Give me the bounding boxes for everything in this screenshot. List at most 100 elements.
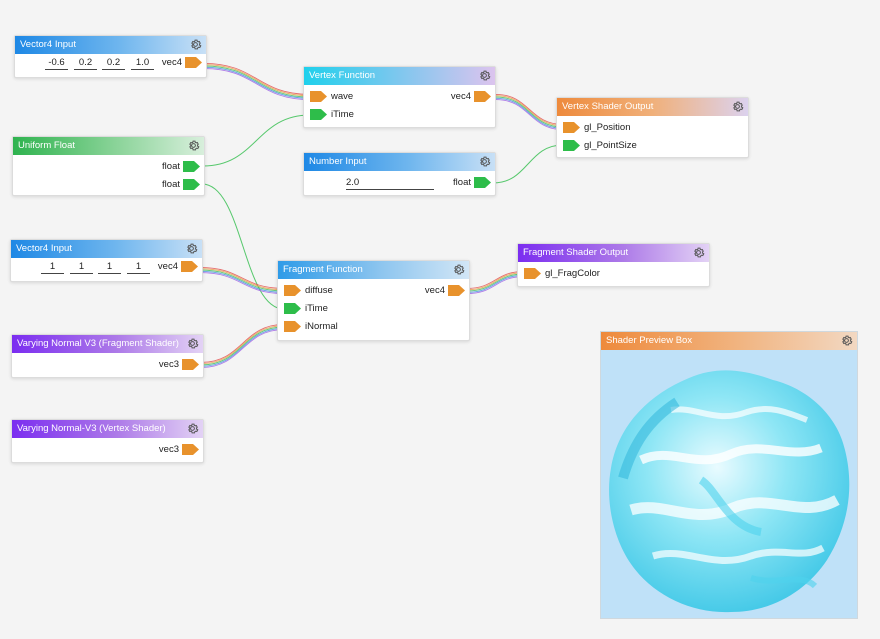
number-input-node[interactable]: Number Input 2.0 float <box>303 152 496 196</box>
node-title: Fragment Function <box>283 264 363 275</box>
output-port[interactable] <box>181 261 198 272</box>
node-header[interactable]: Varying Normal-V3 (Vertex Shader) <box>12 420 203 438</box>
output-port[interactable] <box>183 161 200 172</box>
connection-wire <box>200 323 285 363</box>
connection-wire <box>203 68 311 101</box>
output-port[interactable] <box>474 177 491 188</box>
vector-x-input[interactable]: -0.6 <box>45 56 68 70</box>
gear-icon[interactable] <box>186 337 199 350</box>
connection-wire <box>495 95 564 127</box>
input-port-itime[interactable] <box>310 109 327 120</box>
output-port[interactable] <box>185 57 202 68</box>
input-port-gl-fragcolor[interactable] <box>524 268 541 279</box>
connection-wire <box>495 93 564 125</box>
node-title: Uniform Float <box>18 140 76 151</box>
output-type-label: vec4 <box>157 261 178 272</box>
vector-z-input[interactable]: 0.2 <box>102 56 125 70</box>
fragment-function-node[interactable]: Fragment Function diffuse vec4 iTime iNo… <box>277 260 470 341</box>
connection-wire <box>495 96 564 128</box>
gear-icon[interactable] <box>478 69 491 82</box>
node-title: Vertex Shader Output <box>562 101 654 112</box>
connection-wire <box>202 114 311 167</box>
connection-wire <box>201 183 285 310</box>
node-title: Shader Preview Box <box>606 335 693 346</box>
node-header[interactable]: Shader Preview Box <box>601 332 857 350</box>
connection-wire <box>466 272 525 291</box>
number-value-input[interactable]: 2.0 <box>346 176 434 190</box>
output-type-label: vec4 <box>161 57 182 68</box>
input-port-gl-position[interactable] <box>563 122 580 133</box>
output-type-label: vec4 <box>424 285 445 296</box>
gear-icon[interactable] <box>185 242 198 255</box>
connection-wire <box>203 65 311 98</box>
node-title: Number Input <box>309 156 367 167</box>
node-header[interactable]: Number Input <box>304 153 495 171</box>
gear-icon[interactable] <box>840 334 853 347</box>
node-title: Vertex Function <box>309 70 376 81</box>
connection-wire <box>495 99 564 131</box>
node-header[interactable]: Uniform Float <box>13 137 204 155</box>
output-type-label: vec3 <box>158 444 179 455</box>
input-label: gl_Position <box>584 122 631 133</box>
connection-wire <box>200 325 285 365</box>
vector-w-input[interactable]: 1 <box>127 260 150 274</box>
connection-wire <box>199 266 285 289</box>
varying-normal-vertex-node[interactable]: Varying Normal-V3 (Vertex Shader) vec3 <box>11 419 204 463</box>
node-header[interactable]: Varying Normal V3 (Fragment Shader) <box>12 335 203 353</box>
input-label: gl_FragColor <box>545 268 600 279</box>
connection-wire <box>466 276 525 295</box>
node-header[interactable]: Vertex Function <box>304 67 495 85</box>
connection-wire <box>203 66 311 99</box>
node-header[interactable]: Vertex Shader Output <box>557 98 748 116</box>
input-port-wave[interactable] <box>310 91 327 102</box>
output-type-label: float <box>162 179 180 190</box>
vector-y-input[interactable]: 0.2 <box>74 56 97 70</box>
vector4-input-node-b[interactable]: Vector4 Input 1 1 1 1 vec4 <box>10 239 203 282</box>
vector-w-input[interactable]: 1.0 <box>131 56 154 70</box>
vector-z-input[interactable]: 1 <box>98 260 121 274</box>
input-port-gl-pointsize[interactable] <box>563 140 580 151</box>
input-port-inormal[interactable] <box>284 321 301 332</box>
node-header[interactable]: Fragment Function <box>278 261 469 279</box>
input-label: iNormal <box>305 321 338 332</box>
node-header[interactable]: Vector4 Input <box>11 240 202 258</box>
input-label: diffuse <box>305 285 333 296</box>
connection-wire <box>466 270 525 289</box>
output-type-label: vec3 <box>158 359 179 370</box>
input-label: iTime <box>331 109 354 120</box>
vector-x-input[interactable]: 1 <box>41 260 64 274</box>
varying-normal-fragment-node[interactable]: Varying Normal V3 (Fragment Shader) vec3 <box>11 334 204 378</box>
vertex-shader-output-node[interactable]: Vertex Shader Output gl_Position gl_Poin… <box>556 97 749 158</box>
input-label: gl_PointSize <box>584 140 637 151</box>
input-port-diffuse[interactable] <box>284 285 301 296</box>
connection-wire <box>203 64 311 97</box>
node-header[interactable]: Vector4 Input <box>15 36 206 54</box>
output-type-label: float <box>162 161 180 172</box>
output-port[interactable] <box>448 285 465 296</box>
gear-icon[interactable] <box>731 100 744 113</box>
output-port[interactable] <box>182 359 199 370</box>
output-type-label: float <box>453 177 471 188</box>
gear-icon[interactable] <box>478 155 491 168</box>
node-title: Vector4 Input <box>16 243 72 254</box>
input-port-itime[interactable] <box>284 303 301 314</box>
gear-icon[interactable] <box>187 139 200 152</box>
output-port[interactable] <box>474 91 491 102</box>
node-header[interactable]: Fragment Shader Output <box>518 244 709 262</box>
vector-y-input[interactable]: 1 <box>70 260 93 274</box>
gear-icon[interactable] <box>186 422 199 435</box>
fragment-shader-output-node[interactable]: Fragment Shader Output gl_FragColor <box>517 243 710 287</box>
shader-preview-render <box>609 370 850 613</box>
gear-icon[interactable] <box>692 246 705 259</box>
output-port[interactable] <box>182 444 199 455</box>
output-port[interactable] <box>183 179 200 190</box>
vertex-function-node[interactable]: Vertex Function wave vec4 iTime <box>303 66 496 128</box>
connection-wire <box>199 270 285 293</box>
uniform-float-node[interactable]: Uniform Float float float <box>12 136 205 196</box>
gear-icon[interactable] <box>452 263 465 276</box>
shader-preview-box[interactable]: Shader Preview Box <box>600 331 858 619</box>
connection-wire <box>199 269 285 292</box>
vector4-input-node-a[interactable]: Vector4 Input -0.6 0.2 0.2 1.0 vec4 <box>14 35 207 78</box>
gear-icon[interactable] <box>189 38 202 51</box>
connection-wire <box>492 144 564 184</box>
